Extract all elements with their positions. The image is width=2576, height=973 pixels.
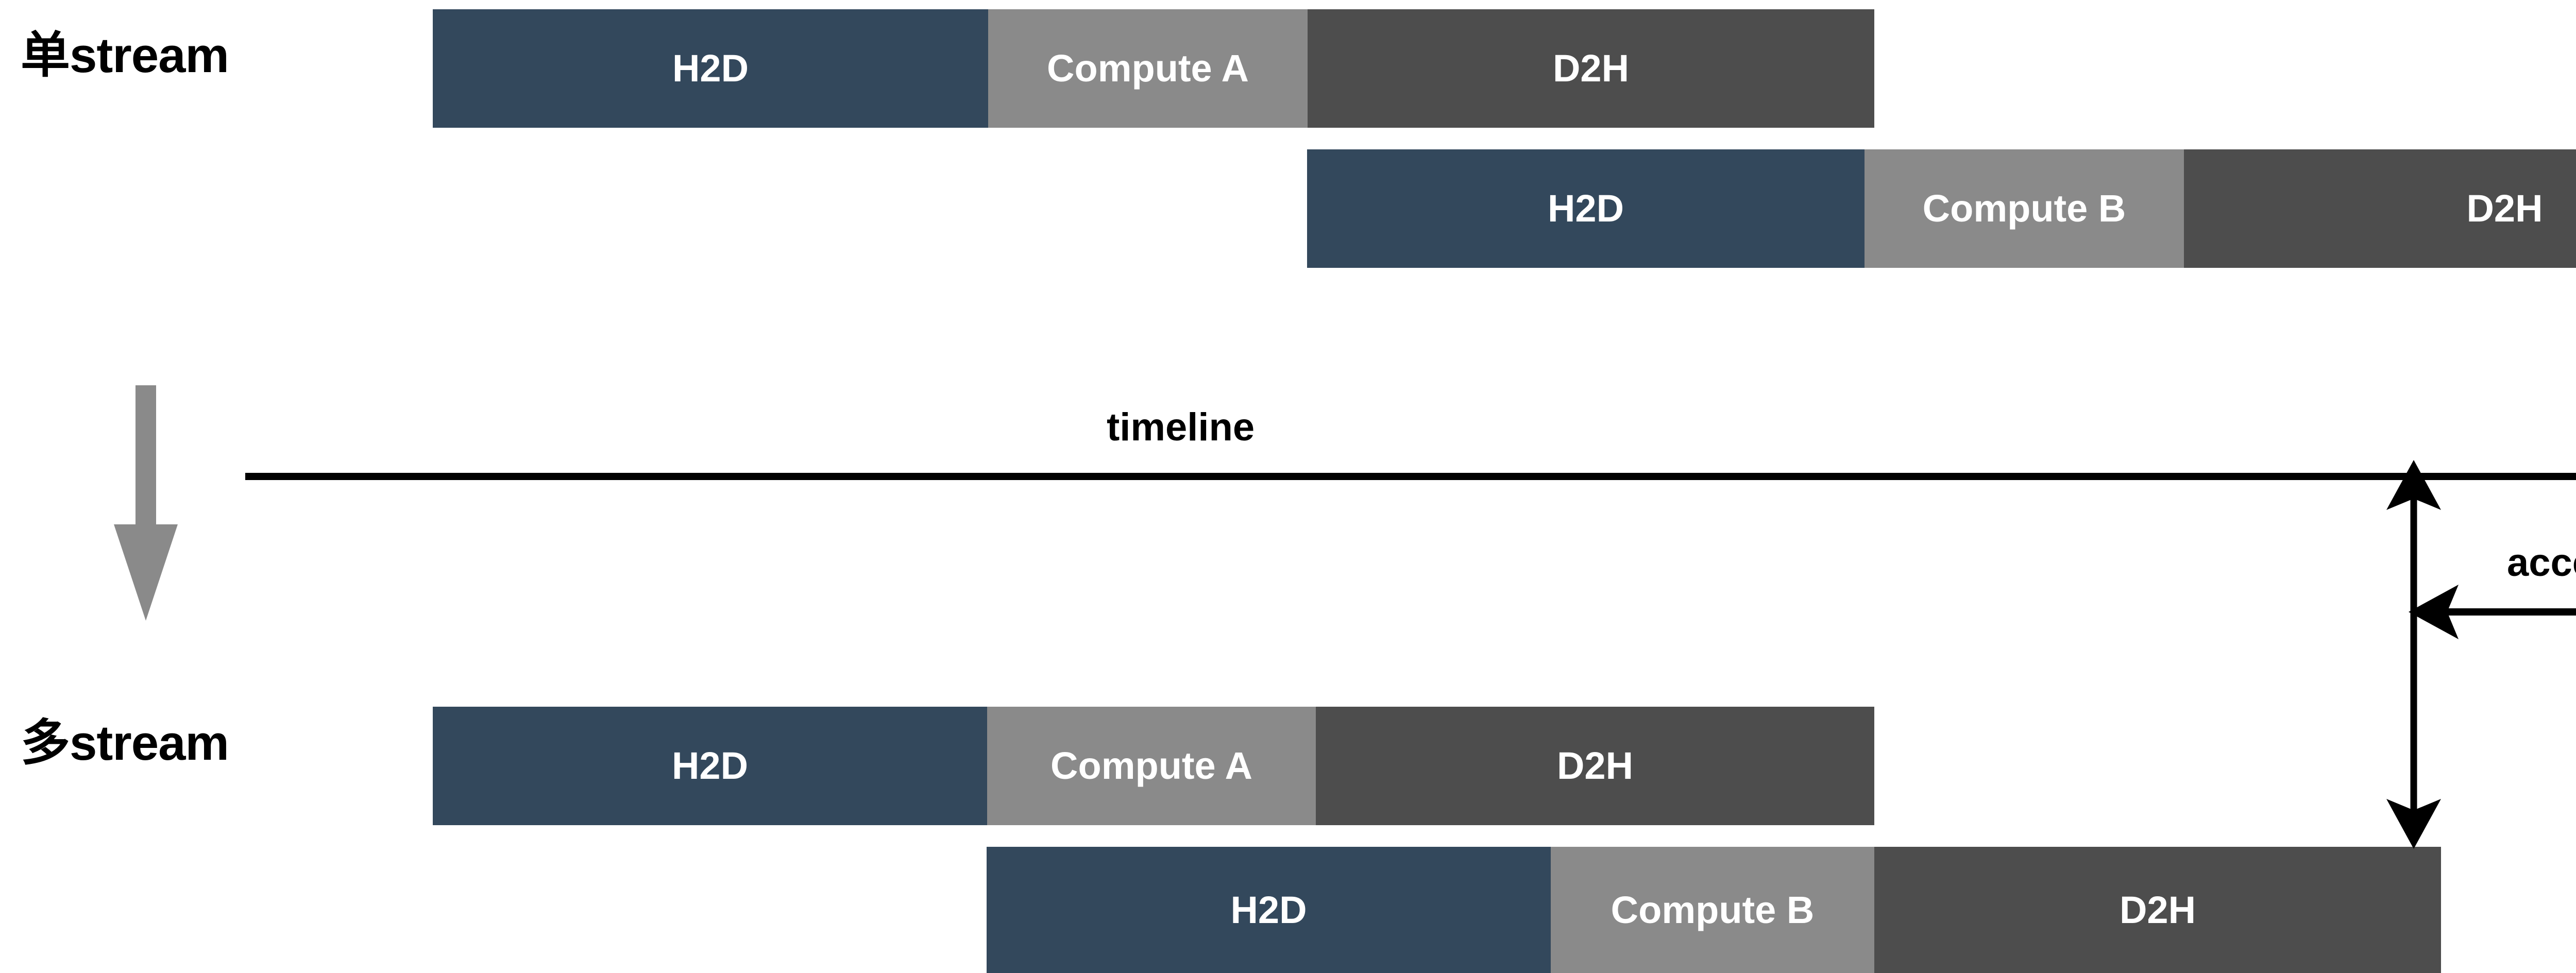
single-row2-block-compute-b: Compute B <box>1865 149 2184 268</box>
accelerate-double-arrow-icon <box>2409 585 2576 639</box>
single-row2-block-h2d: H2D <box>1307 149 1865 268</box>
multi-row1-block-d2h: D2H <box>1316 707 1874 825</box>
single-stream-label: 单stream <box>21 28 229 83</box>
multi-stream-label: 多stream <box>21 715 229 771</box>
single-row1-block-d2h: D2H <box>1308 9 1874 128</box>
multi-row1-block-compute-a: Compute A <box>987 707 1316 825</box>
accelerate-label: accelerate <box>2507 541 2576 585</box>
multi-row2-block-d2h: D2H <box>1874 847 2441 973</box>
single-row2-block-d2h: D2H <box>2184 149 2576 268</box>
single-row1-block-compute-a: Compute A <box>988 9 1308 128</box>
down-arrow-icon <box>114 385 178 621</box>
single-row1-block-h2d: H2D <box>433 9 988 128</box>
timeline-arrow-icon <box>245 473 2576 480</box>
multi-row2-block-compute-b: Compute B <box>1551 847 1874 973</box>
multi-row2-block-h2d: H2D <box>987 847 1551 973</box>
multi-row1-block-h2d: H2D <box>433 707 987 825</box>
measure-arrow-left-icon <box>2386 460 2441 849</box>
timeline-axis-label: timeline <box>1107 405 1255 449</box>
